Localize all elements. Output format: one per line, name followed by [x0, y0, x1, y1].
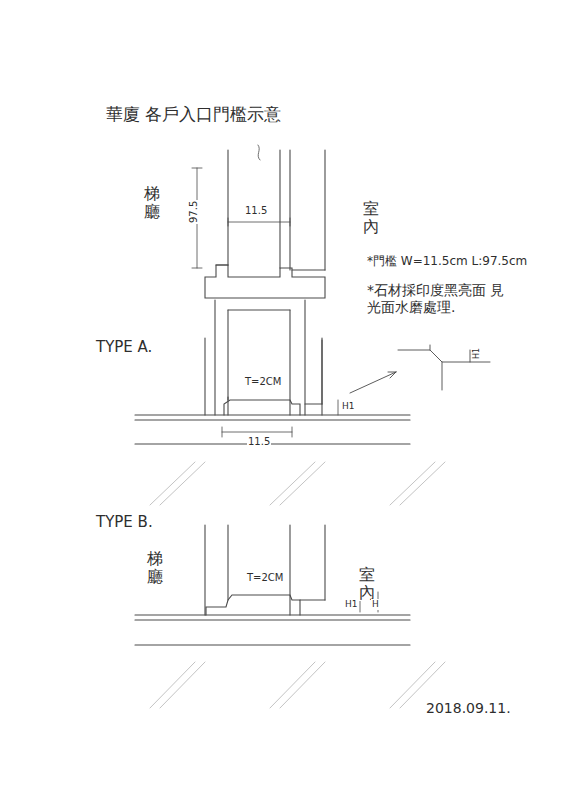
pencil-line — [135, 414, 410, 415]
pencil-line — [160, 462, 205, 505]
pencil-line — [338, 400, 339, 415]
pencil-line — [289, 310, 290, 415]
pencil-line — [227, 150, 228, 265]
pencil-line — [135, 443, 410, 444]
date: 2018.09.11. — [425, 700, 512, 717]
dimension: T=2CM — [246, 572, 284, 584]
pencil-line — [227, 397, 228, 400]
dimension: H1 — [341, 401, 356, 412]
area-name: 梯廳 — [143, 185, 161, 220]
dimension: 11.5 — [247, 436, 271, 448]
area-name: 室內 — [362, 200, 380, 235]
pencil-line — [135, 614, 410, 615]
note: *石材採印度黑亮面 見光面水磨處理. — [366, 282, 518, 316]
floor-hatch — [150, 462, 445, 708]
pencil-line — [279, 150, 280, 268]
pencil-line — [135, 619, 410, 620]
pencil-line — [289, 525, 290, 615]
area-name: 室內 — [358, 566, 376, 601]
pencil-line — [228, 222, 290, 223]
pencil-line — [400, 462, 445, 505]
pencil-line — [270, 662, 315, 708]
note: *門檻 W=11.5cm L:97.5cm — [366, 254, 528, 268]
pencil-line — [192, 168, 202, 169]
dimension: H1 — [472, 347, 482, 360]
dimension: H1 — [344, 599, 359, 610]
pencil-line — [290, 218, 291, 226]
dimension-lines — [192, 168, 378, 612]
pencil-line — [222, 432, 292, 433]
pencil-line — [324, 150, 325, 270]
pencil-line — [324, 525, 325, 600]
type-label: TYPE B. — [95, 513, 154, 531]
pencil-line — [192, 268, 202, 269]
pencil-line — [300, 599, 325, 600]
pencil-line — [150, 662, 195, 708]
type-label: TYPE A. — [95, 338, 153, 356]
plan-view — [205, 145, 325, 298]
elevation-frame — [205, 300, 322, 415]
pencil-line — [205, 265, 325, 298]
pencil-line — [222, 427, 223, 437]
pencil-line — [321, 340, 322, 404]
pencil-line — [216, 264, 228, 265]
detail-sketch — [350, 345, 490, 393]
pencil-line — [204, 525, 205, 615]
pencil-line — [206, 595, 300, 615]
pencil-line — [227, 310, 228, 415]
pencil-line — [430, 345, 442, 390]
dimension: 11.5 — [244, 205, 268, 217]
dimension: H — [371, 599, 380, 610]
pencil-line — [258, 145, 260, 160]
pencil-line — [224, 400, 300, 415]
drawing-title: 華廈 各戶入口門檻示意 — [105, 104, 282, 124]
pencil-line — [321, 338, 322, 415]
pencil-line — [304, 300, 305, 415]
pencil-line — [292, 427, 293, 437]
pencil-line — [228, 218, 229, 226]
pencil-line — [388, 372, 396, 378]
pencil-line — [227, 525, 228, 600]
pencil-line — [289, 150, 290, 270]
pencil-line — [270, 462, 315, 505]
pencil-line — [350, 372, 396, 393]
dimension: T=2CM — [244, 376, 282, 388]
pencil-line — [204, 338, 205, 415]
pencil-line — [390, 462, 435, 505]
pencil-line — [280, 462, 325, 505]
area-name: 梯廳 — [146, 550, 164, 585]
pencil-line — [228, 309, 290, 310]
pencil-line — [160, 662, 205, 708]
pencil-line — [292, 269, 325, 270]
dimension: 97.5 — [188, 200, 200, 224]
pencil-line — [135, 419, 410, 420]
pencil-line — [305, 403, 322, 404]
type-a-section — [135, 340, 410, 444]
pencil-line — [150, 462, 195, 505]
pencil-line — [135, 644, 410, 645]
type-b-section — [135, 525, 410, 645]
pencil-line — [280, 662, 325, 708]
pencil-line — [214, 300, 215, 415]
pencil-line — [470, 350, 471, 362]
